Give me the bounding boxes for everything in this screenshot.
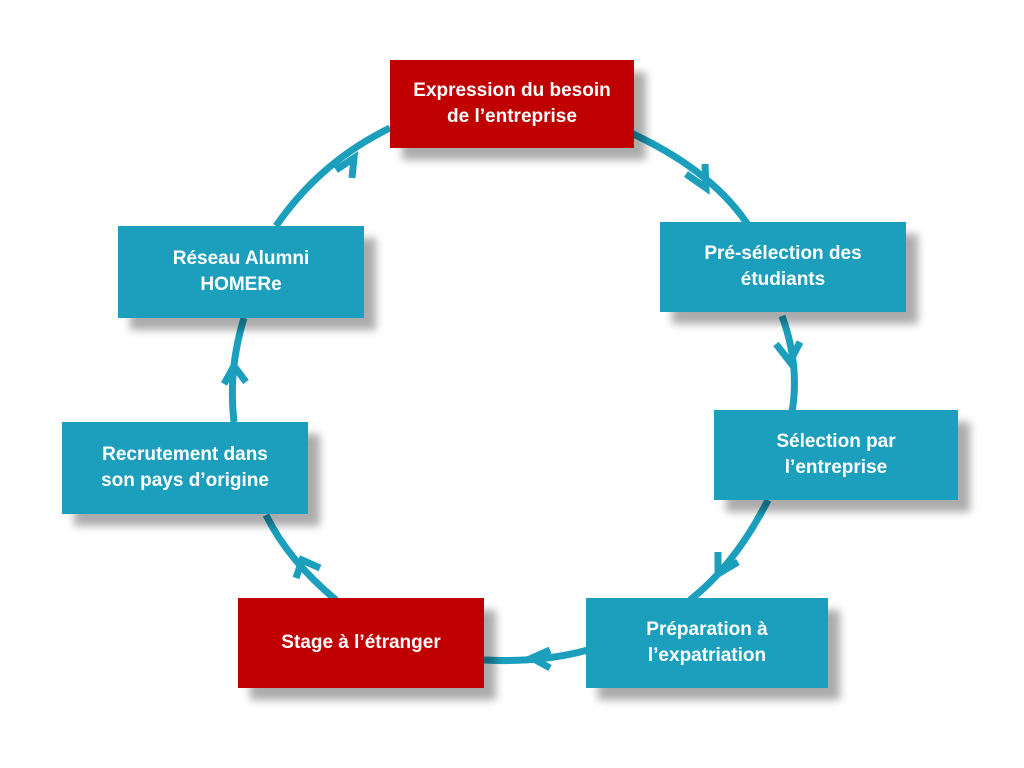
arc-5-6 — [262, 513, 339, 603]
arrowhead-2-3 — [773, 340, 804, 369]
step-selection-entreprise: Sélection par l’entreprise — [714, 410, 958, 500]
arrowhead-7-1 — [334, 150, 359, 179]
step-pre-selection: Pré-sélection des étudiants — [660, 222, 906, 312]
step-label: Recrutement dans son pays d’origine — [101, 444, 269, 491]
step-stage-etranger: Stage à l’étranger — [238, 598, 484, 688]
arc-3-4 — [687, 498, 772, 603]
step-label: Réseau Alumni HOMERe — [172, 248, 310, 295]
arrowhead-6-7 — [220, 359, 249, 386]
step-reseau-alumni: Réseau Alumni HOMERe — [118, 226, 364, 318]
step-label: Stage à l’étranger — [281, 632, 441, 654]
arrowhead-3-4 — [714, 552, 740, 581]
cycle-ring — [228, 124, 798, 665]
step-expression-besoin: Expression du besoin de l’entreprise — [390, 60, 634, 148]
arrowhead-5-6 — [292, 555, 322, 580]
step-label: Préparation à l’expatriation — [646, 619, 768, 666]
arrowhead-1-2 — [683, 163, 710, 195]
step-preparation-expatriation: Préparation à l’expatriation — [586, 598, 828, 688]
arc-2-3 — [778, 314, 798, 413]
arrowhead-4-5 — [524, 646, 552, 672]
step-label: Expression du besoin de l’entreprise — [413, 80, 611, 127]
step-recrutement-pays: Recrutement dans son pays d’origine — [62, 422, 308, 514]
step-label: Sélection par l’entreprise — [776, 431, 896, 478]
arc-7-1 — [273, 124, 392, 228]
step-label: Pré-sélection des étudiants — [704, 243, 862, 290]
arrow-heads — [220, 150, 804, 672]
arc-1-2 — [618, 124, 753, 230]
